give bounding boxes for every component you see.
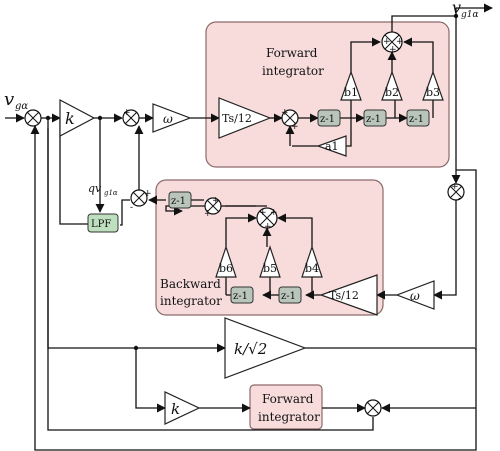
svg-text:+: + [270,208,278,218]
svg-text:-: - [458,194,461,204]
svg-text:b6: b6 [219,262,233,275]
svg-text:+: + [144,189,152,199]
svg-text:+: + [396,37,404,47]
svg-text:qv: qv [88,182,102,195]
svg-text:-: - [130,203,133,213]
svg-text:z-1: z-1 [366,114,381,125]
b3-gain-block: b3 [422,70,444,101]
right-sum-junction: + - [447,182,465,204]
input-signal-label: v gα [4,89,28,112]
backward-integrator-title-1: Backward [160,277,221,291]
forward-output-sum-junction: + + + [381,31,404,55]
svg-text:b1: b1 [344,86,358,99]
output-signal-label: v g1α [452,0,479,20]
lpf-block: LPF [87,213,119,233]
backward-integrator-title-2: integrator [160,294,222,308]
svg-text:z-1: z-1 [171,196,186,207]
zinv-forward-3: z-1 [406,109,430,127]
omega-top-gain-block: ω [152,103,192,133]
svg-text:g1α: g1α [104,189,118,197]
svg-text:Ts/12: Ts/12 [329,289,359,302]
svg-text:z-1: z-1 [233,291,248,302]
zinv-forward-1: z-1 [317,109,341,127]
b5-gain-block: b5 [259,245,281,278]
svg-text:z-1: z-1 [281,291,296,302]
svg-text:+: + [281,108,289,118]
svg-text:-: - [133,121,136,131]
svg-text:ω: ω [163,112,173,126]
bottom-forward-integrator-title-2: integrator [258,410,320,424]
zinv-backward-3: z-1 [168,191,192,209]
quadrature-sum-junction: + - [130,189,152,213]
svg-text:+: + [123,108,131,118]
svg-text:z-1: z-1 [409,114,424,125]
b6-gain-block: b6 [215,245,237,278]
svg-text:+: + [212,196,220,206]
svg-text:+: + [204,209,212,219]
backward-output-sum-junction: + + + [256,207,278,232]
svg-text:b2: b2 [385,86,399,99]
svg-text:v: v [452,0,461,17]
svg-text:g1α: g1α [461,10,479,20]
a1-gain-block: a1 [316,135,347,157]
svg-text:a1: a1 [325,140,339,153]
k-sqrt2-gain-block: k/√2 [224,317,307,379]
svg-text:Ts/12: Ts/12 [222,112,252,125]
zinv-backward-1: z-1 [278,286,302,304]
svg-text:v: v [4,89,14,110]
forward-integrator-title-1: Forward [266,46,318,60]
svg-text:+: + [451,182,459,192]
input-sum-junction [24,109,42,127]
svg-text:k: k [65,109,75,128]
ts-bottom-gain-block: Ts/12 [319,274,378,316]
b1-gain-block: b1 [340,70,362,101]
k-bottom-gain-block: k [164,391,201,425]
svg-text:ω: ω [410,289,420,303]
svg-text:k: k [171,400,180,418]
b2-gain-block: b2 [381,70,403,101]
error-sum-junction: + - [122,108,140,131]
svg-text:b5: b5 [263,262,277,275]
bottom-multiplier-junction [364,399,382,417]
k-gain-block: k [59,99,96,137]
backward-inner-sum-junction: + + [204,196,222,219]
svg-text:b4: b4 [305,262,319,275]
omega-bottom-gain-block: ω [395,280,435,310]
ts-top-gain-block: Ts/12 [218,97,272,139]
svg-text:k/√2: k/√2 [234,340,267,358]
svg-text:+: + [264,222,272,232]
forward-integrator-title-2: integrator [262,64,324,78]
quadrature-signal-label: qv g1α [88,182,118,197]
svg-text:+: + [389,45,397,55]
zinv-backward-2: z-1 [230,286,254,304]
svg-text:b3: b3 [426,86,440,99]
forward-inner-sum-junction: + + [281,108,299,132]
b4-gain-block: b4 [301,245,323,278]
svg-text:+: + [291,122,299,132]
bottom-forward-integrator-title-1: Forward [262,392,314,406]
svg-text:gα: gα [15,101,28,112]
zinv-forward-2: z-1 [363,109,387,127]
svg-text:z-1: z-1 [320,114,335,125]
svg-text:+: + [259,208,267,218]
svg-text:+: + [383,37,391,47]
svg-text:LPF: LPF [91,219,111,230]
